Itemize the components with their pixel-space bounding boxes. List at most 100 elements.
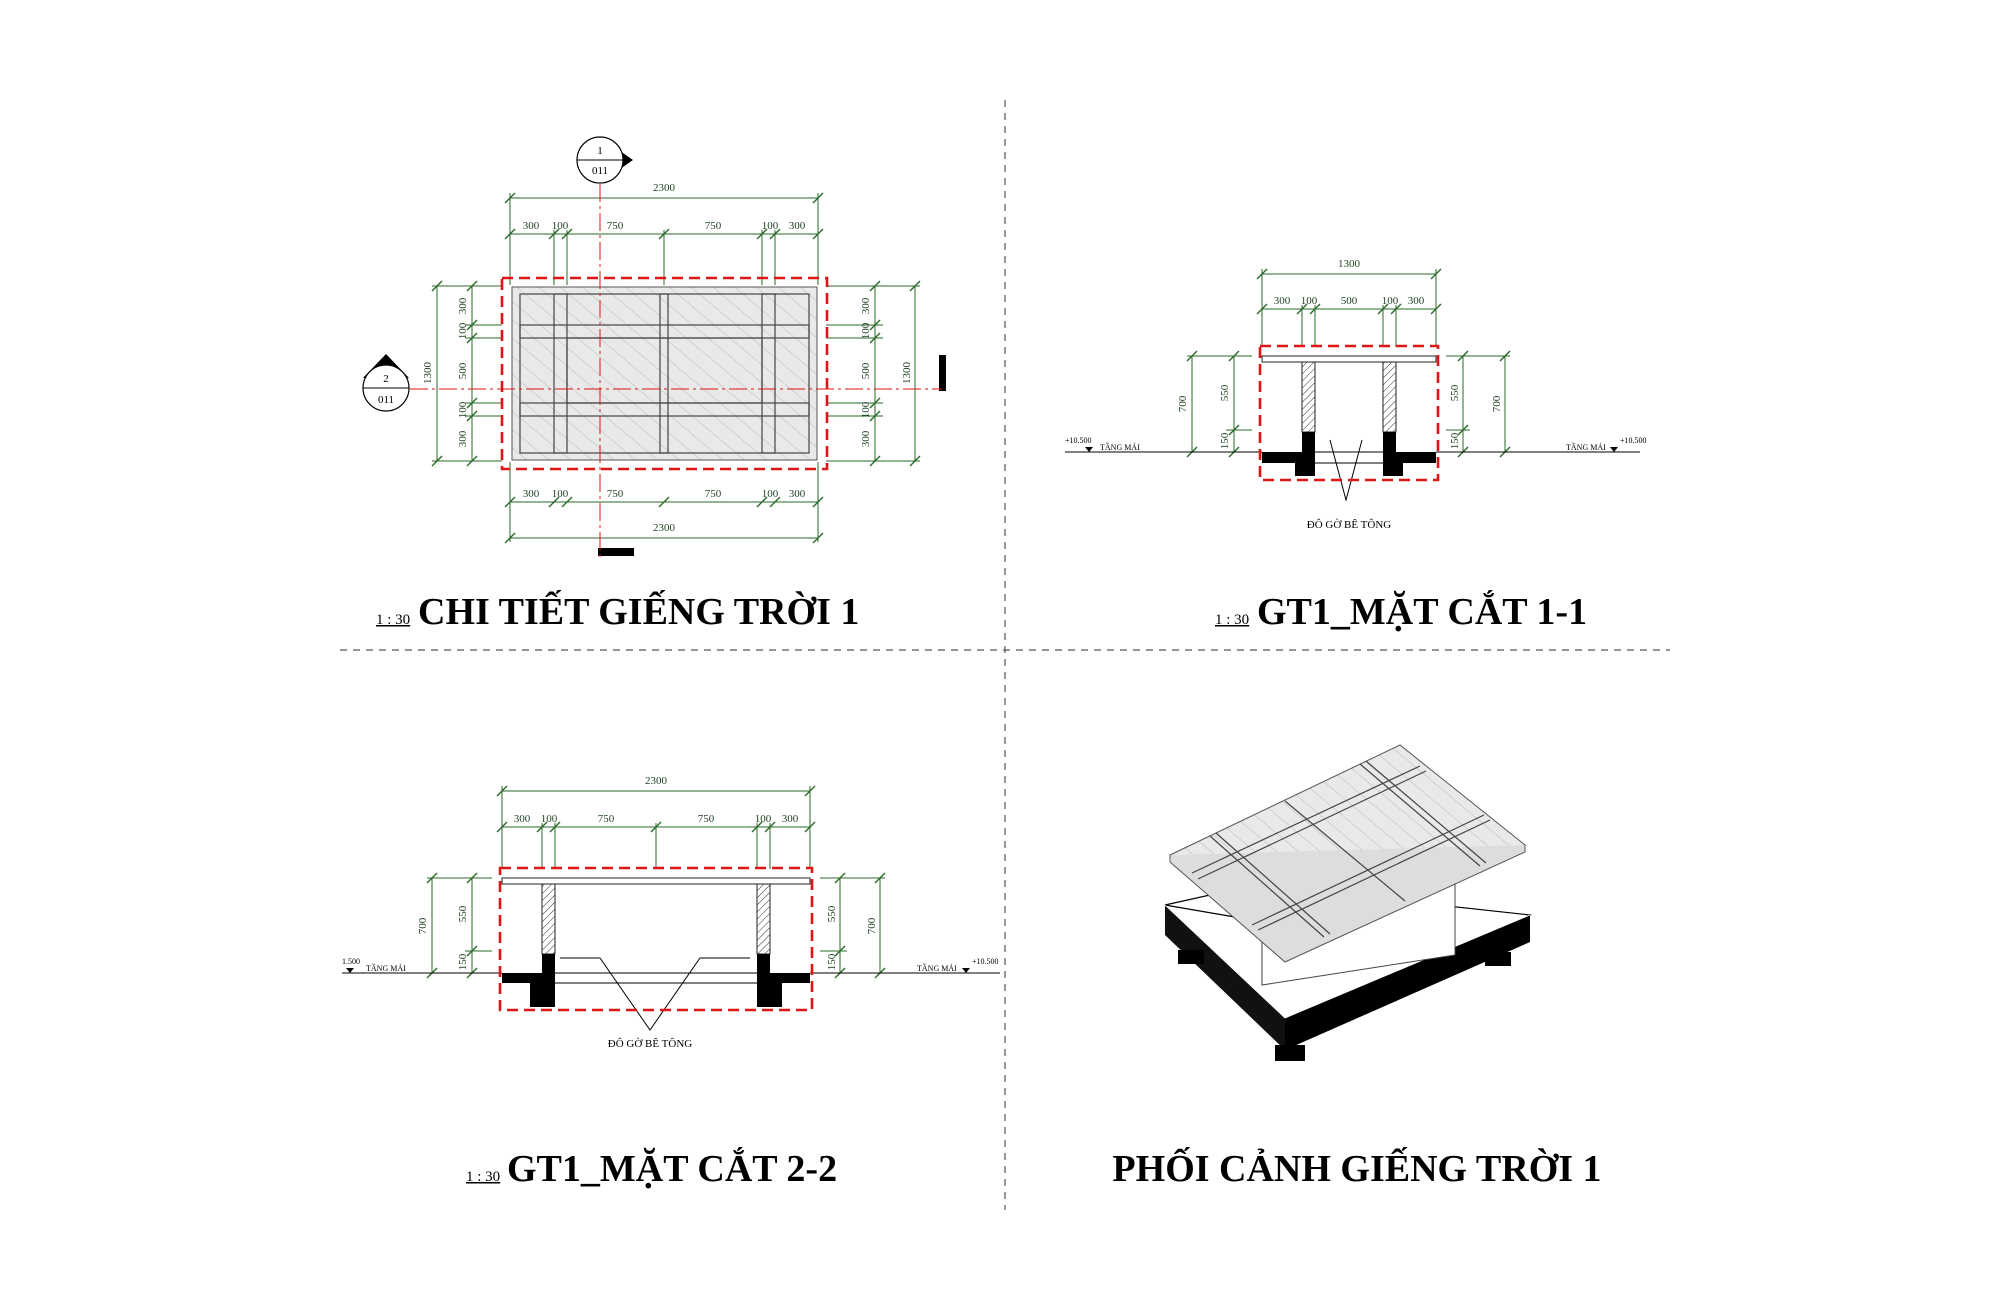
plan-right-dims: 1300 300 100 500 100 300 <box>826 280 921 467</box>
s22-boundary <box>498 866 814 1012</box>
s11-overall-width: 1300 <box>1338 258 1361 270</box>
s11-part-5: 300 <box>1408 295 1425 307</box>
s11-part-3: 500 <box>1341 295 1358 307</box>
plan-overall-height-right: 1300 <box>901 362 913 385</box>
s22-post-left <box>541 883 556 955</box>
s22-slab-left <box>502 973 542 983</box>
s22-glass-slab <box>501 877 811 885</box>
plan-bottom-dims: 300 100 750 750 100 300 2300 <box>504 462 824 544</box>
s22-base-right-upper <box>757 954 770 973</box>
plan-bottom-part-3: 750 <box>607 488 624 500</box>
section22-title-block: 1 : 30 GT1_MẶT CẮT 2-2 <box>466 1147 837 1190</box>
plan-right-part-2: 100 <box>860 322 872 339</box>
plan-top-part-6: 300 <box>789 220 806 232</box>
s11-glass-slab <box>1261 355 1437 363</box>
plan-overall-height-left: 1300 <box>422 362 434 385</box>
s11-post-left <box>1301 361 1316 433</box>
perspective-title-block: PHỐI CẢNH GIẾNG TRỜI 1 <box>1112 1146 1601 1190</box>
s22-part-4: 750 <box>698 813 715 825</box>
plan-top-part-3: 750 <box>607 220 624 232</box>
s11-level-left-marker <box>1085 447 1093 452</box>
s11-height-150-left: 150 <box>1219 432 1231 449</box>
s22-curb-left <box>530 973 555 1007</box>
section11-title-block: 1 : 30 GT1_MẶT CẮT 1-1 <box>1215 590 1587 633</box>
plan-top-part-1: 300 <box>523 220 540 232</box>
plan-top-part-2: 100 <box>552 220 569 232</box>
s11-level-left-value: +10.500 <box>1065 436 1092 445</box>
plan-title: CHI TIẾT GIẾNG TRỜI 1 <box>418 590 859 633</box>
s22-level-left-label: TẦNG MÁI <box>366 963 406 973</box>
section-2-2: 2300 300 100 750 750 100 300 700 550 150 <box>342 775 1000 1050</box>
s11-height-550-left: 550 <box>1219 384 1231 401</box>
plan-scale: 1 : 30 <box>376 612 410 628</box>
cut-mark-bottom <box>598 548 634 556</box>
s11-slab-left <box>1262 452 1302 463</box>
s22-level-left-marker <box>346 968 354 973</box>
s22-curb-right <box>757 973 782 1007</box>
s11-boundary <box>1258 344 1440 482</box>
s22-overall-width: 2300 <box>645 775 668 787</box>
plan-right-part-4: 100 <box>860 401 872 418</box>
section11-scale: 1 : 30 <box>1215 612 1249 628</box>
s22-part-2: 100 <box>541 813 558 825</box>
s22-height-550-right: 550 <box>826 905 838 922</box>
s11-base-left-upper <box>1302 432 1315 452</box>
s11-part-2: 100 <box>1301 295 1318 307</box>
plan-bottom-part-4: 750 <box>705 488 722 500</box>
plan-bottom-part-6: 300 <box>789 488 806 500</box>
perspective-foot-2 <box>1178 950 1204 964</box>
s22-post-right <box>756 883 771 955</box>
perspective-view <box>1164 744 1532 1061</box>
s22-height-700-left: 700 <box>417 917 429 934</box>
perspective-foot-3 <box>1485 952 1511 966</box>
perspective-base-side <box>1285 915 1530 1050</box>
plan-boundary <box>500 276 829 471</box>
s22-level-right-value: +10.500 <box>972 957 999 966</box>
s11-part-1: 300 <box>1274 295 1291 307</box>
plan-bottom-part-2: 100 <box>552 488 569 500</box>
s22-level-right-label: TẦNG MÁI <box>917 963 957 973</box>
plan-top-dims: 2300 300 100 750 750 100 300 <box>504 182 824 285</box>
plan-left-part-2: 100 <box>457 322 469 339</box>
plan-overall-width-top: 2300 <box>653 182 676 194</box>
s22-part-6: 300 <box>782 813 799 825</box>
s22-height-150-left: 150 <box>457 953 469 970</box>
s22-base-left-upper <box>542 954 555 973</box>
plan-right-part-1: 300 <box>860 297 872 314</box>
marker-top-number: 1 <box>597 145 603 157</box>
cut-mark-right <box>939 355 946 391</box>
s22-part-3: 750 <box>598 813 615 825</box>
s22-level-left-value: 1.500 <box>342 957 360 966</box>
plan-title-block: 1 : 30 CHI TIẾT GIẾNG TRỜI 1 <box>376 590 859 633</box>
s11-curb-left <box>1295 452 1315 476</box>
plan-bottom-part-5: 100 <box>762 488 779 500</box>
s22-part-1: 300 <box>514 813 531 825</box>
s22-height-550-left: 550 <box>457 905 469 922</box>
plan-top-part-5: 100 <box>762 220 779 232</box>
s11-level-left-label: TẦNG MÁI <box>1100 442 1140 452</box>
s11-height-700-right: 700 <box>1491 395 1503 412</box>
section11-title: GT1_MẶT CẮT 1-1 <box>1257 590 1587 633</box>
plan-bottom-part-1: 300 <box>523 488 540 500</box>
section22-scale: 1 : 30 <box>466 1169 500 1185</box>
s11-leader <box>1329 439 1363 502</box>
plan-left-part-1: 300 <box>457 297 469 314</box>
s11-part-4: 100 <box>1382 295 1399 307</box>
plan-right-part-5: 300 <box>860 430 872 447</box>
s22-height-150-right: 150 <box>826 953 838 970</box>
s22-slab-right <box>770 973 810 983</box>
s11-slab-right <box>1396 452 1436 463</box>
s11-post-right <box>1382 361 1397 433</box>
plan-left-part-3: 500 <box>457 362 469 379</box>
plan-left-part-4: 100 <box>457 401 469 418</box>
plan-right-part-3: 500 <box>860 362 872 379</box>
s22-level-right-marker <box>962 968 970 973</box>
marker-top-sheet: 011 <box>592 165 608 177</box>
s11-height-550-right: 550 <box>1449 384 1461 401</box>
s11-level-right-marker <box>1610 447 1618 452</box>
s11-curb-right <box>1383 452 1403 476</box>
marker-left-sheet: 011 <box>378 394 394 406</box>
plan-overall-width-bottom: 2300 <box>653 522 676 534</box>
plan-view: 1 011 2 011 2300 <box>362 136 946 560</box>
